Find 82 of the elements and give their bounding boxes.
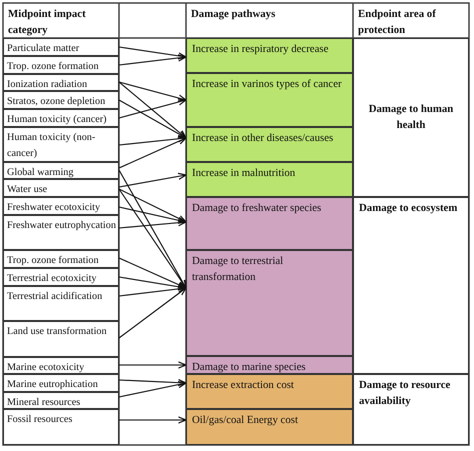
- arrow: [118, 188, 187, 223]
- arrow: [118, 137, 187, 168]
- cell-text: Terrestrial ecotoxicity: [7, 273, 97, 284]
- category-cell: [3, 56, 119, 74]
- cell-text: Damage to human health: [368, 103, 454, 131]
- column-header: Damage pathways: [191, 8, 276, 20]
- cell-text: Marine ecotoxicity: [7, 362, 84, 373]
- category-cell: [3, 286, 119, 321]
- arrow: [118, 100, 187, 139]
- pathway-cell: [186, 409, 353, 445]
- pathway-cell: [186, 162, 353, 197]
- cell-text: Freshwater eutrophycation: [7, 220, 116, 231]
- arrow: [118, 380, 187, 398]
- category-cell: [3, 91, 119, 109]
- category-cell: [3, 109, 119, 127]
- category-cell: [3, 74, 119, 91]
- cell-text: Increase in other diseases/causes: [192, 132, 334, 144]
- cell-text: Damage to terrestrial transformation: [192, 255, 284, 283]
- pathway-cell: [186, 374, 353, 409]
- arrow: [118, 82, 187, 139]
- column-header: Endpoint area of protection: [358, 8, 436, 36]
- cell-text: Human toxicity (cancer): [7, 114, 107, 125]
- category-cell: [3, 127, 119, 162]
- endpoint-cell: [353, 374, 469, 445]
- arrow: [118, 287, 187, 338]
- cell-text: Trop. ozone formation: [7, 255, 99, 266]
- cell-text: Damage to freshwater species: [192, 202, 322, 214]
- arrow: [119, 416, 187, 424]
- category-cell: [3, 321, 119, 357]
- category-cell: [3, 374, 119, 392]
- cell-text: Particulate matter: [7, 43, 80, 54]
- cell-text: Increase in respiratory decrease: [192, 43, 328, 55]
- cell-text: Fossil resources: [7, 414, 72, 425]
- arrow: [118, 54, 187, 66]
- arrow: [118, 81, 187, 102]
- column-header: Midpoint impact category: [8, 8, 86, 36]
- category-cell: [3, 179, 119, 197]
- pathway-cell: [186, 356, 353, 374]
- pathway-cell: [186, 197, 353, 250]
- category-cell: [3, 215, 119, 250]
- endpoint-cell: [353, 197, 469, 374]
- arrow: [118, 219, 187, 229]
- cell-text: Terrestrial acidification: [7, 291, 102, 302]
- cell-text: Increase extraction cost: [192, 379, 294, 391]
- arrow: [119, 361, 187, 369]
- cell-text: Human toxicity (non-cancer): [7, 132, 96, 159]
- cell-text: Land use transformation: [7, 326, 107, 337]
- cell-text: Increase in varinos types of cancer: [192, 78, 342, 90]
- arrow: [118, 188, 187, 289]
- pathway-cell: [186, 38, 353, 73]
- cell-text: Marine eutrophication: [7, 379, 98, 390]
- cell-text: Increase in malnutrition: [192, 167, 296, 179]
- arrow: [118, 379, 187, 386]
- endpoint-cell: [353, 38, 469, 197]
- category-cell: [3, 250, 119, 268]
- arrow: [118, 98, 187, 119]
- cell-text: Damage to ecosystem: [359, 202, 458, 214]
- arrow: [118, 135, 187, 146]
- cell-text: Damage to resource availability: [359, 379, 450, 407]
- cell-text: Freshwater ecotoxicity: [7, 202, 100, 213]
- cell-text: Oil/gas/coal Energy cost: [192, 414, 298, 426]
- pathway-cell: [186, 250, 353, 356]
- cell-text: Damage to marine species: [192, 361, 306, 373]
- cell-text: Water use: [7, 184, 48, 195]
- category-cell: [3, 392, 119, 409]
- arrow: [118, 206, 187, 224]
- category-cell: [3, 357, 119, 374]
- arrow: [118, 258, 187, 289]
- cell-text: Trop. ozone formation: [7, 61, 99, 72]
- cell-text: Ionization radiation: [7, 79, 88, 90]
- cell-text: Global warming: [7, 167, 74, 178]
- pathway-cell: [186, 73, 353, 127]
- category-cell: [3, 409, 119, 445]
- arrow: [118, 46, 187, 60]
- category-cell: [3, 197, 119, 215]
- pathway-cell: [186, 127, 353, 162]
- category-cell: [3, 38, 119, 56]
- arrow: [118, 172, 187, 188]
- category-cell: [3, 268, 119, 286]
- cell-text: Mineral resources: [7, 397, 80, 408]
- cell-text: Stratos, ozone depletion: [7, 96, 106, 107]
- category-cell: [3, 162, 119, 179]
